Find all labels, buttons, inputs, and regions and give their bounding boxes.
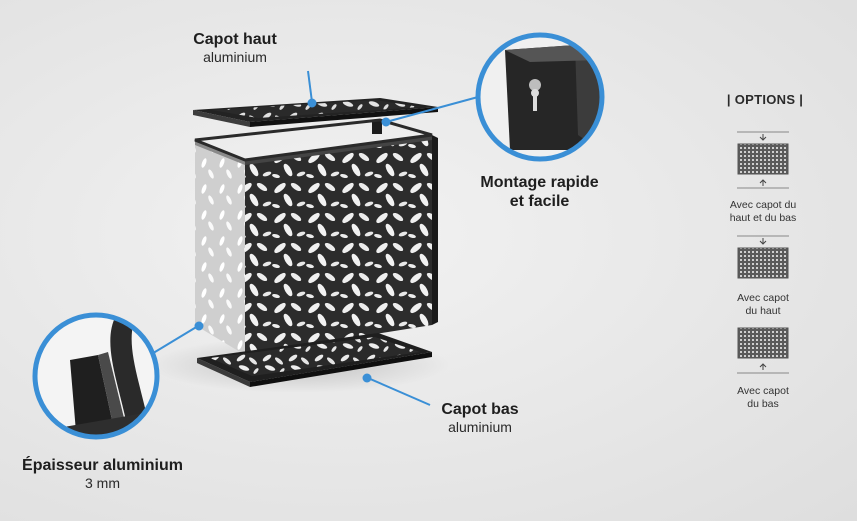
option-top-bottom-line1: Avec capot du <box>729 199 797 211</box>
bottom-cover-material: aluminium <box>448 419 512 435</box>
option-top-bottom-line2: haut et du bas <box>729 212 797 224</box>
top-cover-title: Capot haut <box>193 31 277 48</box>
bottom-cover-title: Capot bas <box>441 401 519 418</box>
options-title: | OPTIONS | <box>726 92 804 107</box>
option-top-caption: Avec capot du haut <box>708 292 818 318</box>
option-top-line2: du haut <box>745 305 781 317</box>
option-bottom-line1: Avec capot <box>737 385 789 397</box>
front-panel <box>245 135 438 355</box>
mounting-line2: et facile <box>509 193 570 210</box>
option-top-icon <box>737 235 789 279</box>
mounting-zoom <box>475 32 605 162</box>
thickness-title: Épaisseur aluminium <box>22 457 183 474</box>
option-bottom-caption: Avec capot du bas <box>708 385 818 411</box>
top-cover-material: aluminium <box>203 49 267 65</box>
side-panel <box>195 140 245 355</box>
bottom-cover <box>197 333 432 387</box>
top-cover <box>193 98 438 127</box>
option-top-bottom-caption: Avec capot du haut et du bas <box>708 199 818 225</box>
thickness-zoom <box>32 312 160 440</box>
option-top-bottom-icon <box>737 131 789 189</box>
option-bottom-line2: du bas <box>747 398 779 410</box>
thickness-value: 3 mm <box>85 475 120 491</box>
bottom-cover-label: Capot bas aluminium <box>420 400 540 436</box>
option-top-line1: Avec capot <box>737 292 789 304</box>
thickness-label: Épaisseur aluminium 3 mm <box>0 456 205 492</box>
mounting-line1: Montage rapide <box>480 174 599 191</box>
option-bottom-icon <box>737 327 789 374</box>
mounting-label: Montage rapide et facile <box>462 173 617 211</box>
top-cover-label: Capot haut aluminium <box>175 30 295 66</box>
